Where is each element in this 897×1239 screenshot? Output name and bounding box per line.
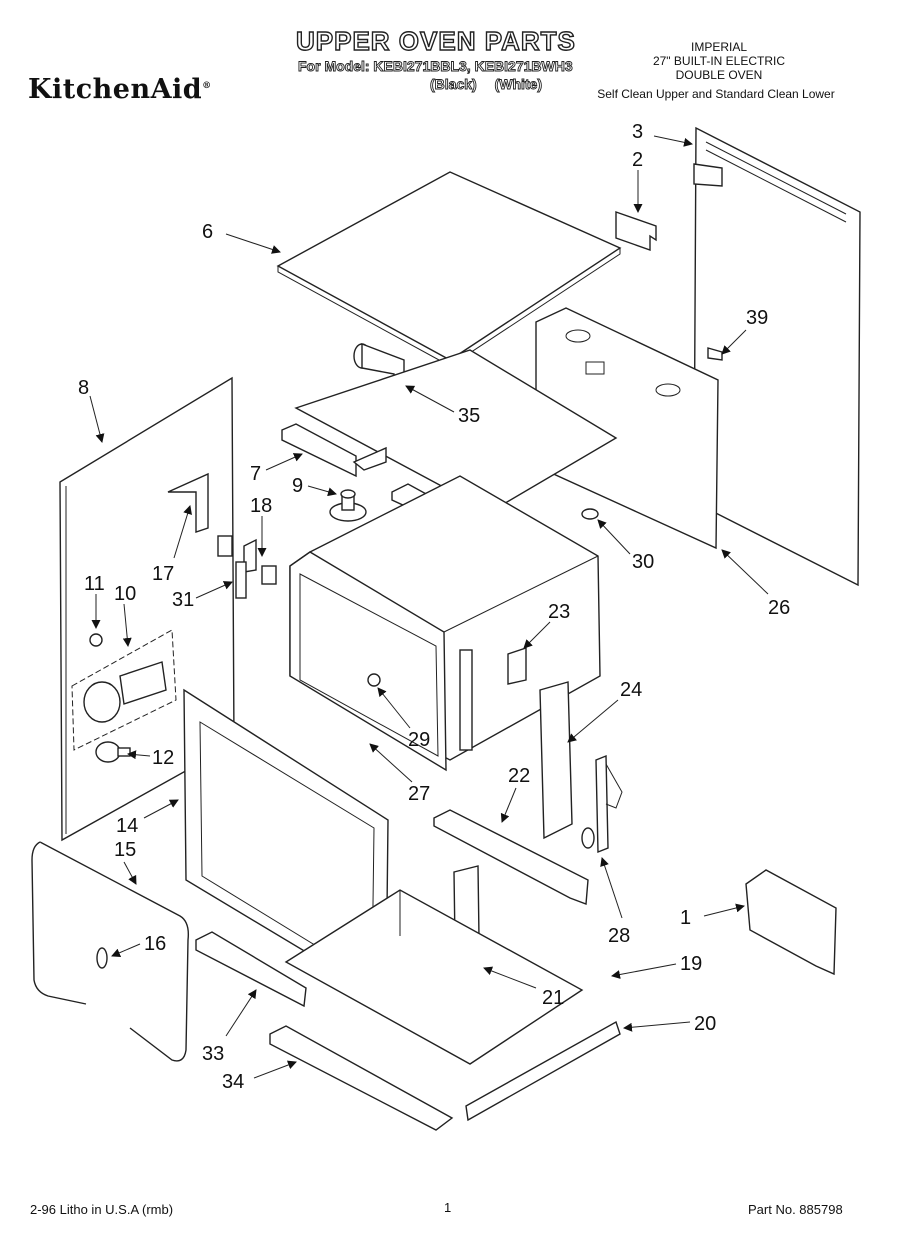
callout-3: 3 xyxy=(632,121,643,143)
desc-line-2: 27" BUILT-IN ELECTRIC xyxy=(652,54,786,68)
part-20-rail xyxy=(465,1020,621,1122)
callout-labels: 1 2 3 6 7 8 9 10 11 12 14 15 16 17 18 19… xyxy=(78,121,790,1093)
callout-34: 34 xyxy=(222,1071,244,1093)
callout-28: 28 xyxy=(608,925,630,947)
callout-19: 19 xyxy=(680,953,702,975)
part-24-hinge-bracket xyxy=(539,681,573,840)
part-39-clip xyxy=(707,347,723,361)
desc-line-4: Self Clean Upper and Standard Clean Lowe… xyxy=(597,87,835,101)
part-22-rail xyxy=(433,809,589,905)
part-28-hinge xyxy=(581,754,623,854)
callout-15: 15 xyxy=(114,839,136,861)
part-10-light-socket xyxy=(71,629,177,763)
leader-lines xyxy=(89,135,769,1079)
part-29-plug xyxy=(367,673,381,687)
part-33-bracket xyxy=(195,931,307,1008)
callout-14: 14 xyxy=(116,815,138,837)
callout-11: 11 xyxy=(84,573,105,595)
callout-39: 39 xyxy=(746,307,768,329)
part-2-bracket xyxy=(615,211,657,251)
callout-31: 31 xyxy=(172,589,194,611)
callout-23: 23 xyxy=(548,601,570,623)
callout-9: 9 xyxy=(292,475,303,497)
part-34-rail xyxy=(269,1025,454,1131)
brand-logo: KitchenAid® xyxy=(28,74,212,105)
callout-17: 17 xyxy=(152,563,174,585)
callout-29: 29 xyxy=(408,729,430,751)
part-18-switch xyxy=(217,535,277,599)
desc-line-3: DOUBLE OVEN xyxy=(675,68,763,82)
part-27-oven-liner xyxy=(289,475,601,772)
color-line: (Black) (White) xyxy=(430,76,543,93)
page-title: UPPER OVEN PARTS xyxy=(295,25,576,56)
callout-22: 22 xyxy=(508,765,530,787)
callout-30: 30 xyxy=(632,551,654,573)
callout-1: 1 xyxy=(680,907,691,929)
callout-2: 2 xyxy=(632,149,643,171)
callout-8: 8 xyxy=(78,377,89,399)
callout-21: 21 xyxy=(542,987,564,1009)
part-1-bracket xyxy=(745,869,837,976)
callout-26: 26 xyxy=(768,597,790,619)
callout-10: 10 xyxy=(114,583,136,605)
registered-mark: ® xyxy=(202,81,212,91)
litho-note: 2-96 Litho in U.S.A (rmb) xyxy=(30,1202,174,1217)
callout-27: 27 xyxy=(408,783,430,805)
model-line: For Model: KEBI271BBL3, KEBI271BWH3 xyxy=(298,58,574,75)
desc-line-1: IMPERIAL xyxy=(690,40,747,54)
callout-35: 35 xyxy=(458,405,480,427)
callout-16: 16 xyxy=(144,933,166,955)
page-number: 1 xyxy=(444,1200,452,1215)
part-23-bracket xyxy=(507,647,527,685)
callout-18: 18 xyxy=(250,495,272,517)
brand-name: KitchenAid xyxy=(28,74,203,105)
part-30-plug xyxy=(581,508,599,520)
callout-7: 7 xyxy=(250,463,261,485)
callout-33: 33 xyxy=(202,1043,224,1065)
callout-20: 20 xyxy=(694,1013,716,1035)
part-9-thermal-limit xyxy=(329,489,367,522)
part-3-rear-panel xyxy=(693,126,861,587)
part-19-bottom-panel xyxy=(284,889,584,1065)
part-number: Part No. 885798 xyxy=(748,1202,843,1217)
callout-12: 12 xyxy=(152,747,174,769)
callout-24: 24 xyxy=(620,679,642,701)
callout-6: 6 xyxy=(202,221,213,243)
